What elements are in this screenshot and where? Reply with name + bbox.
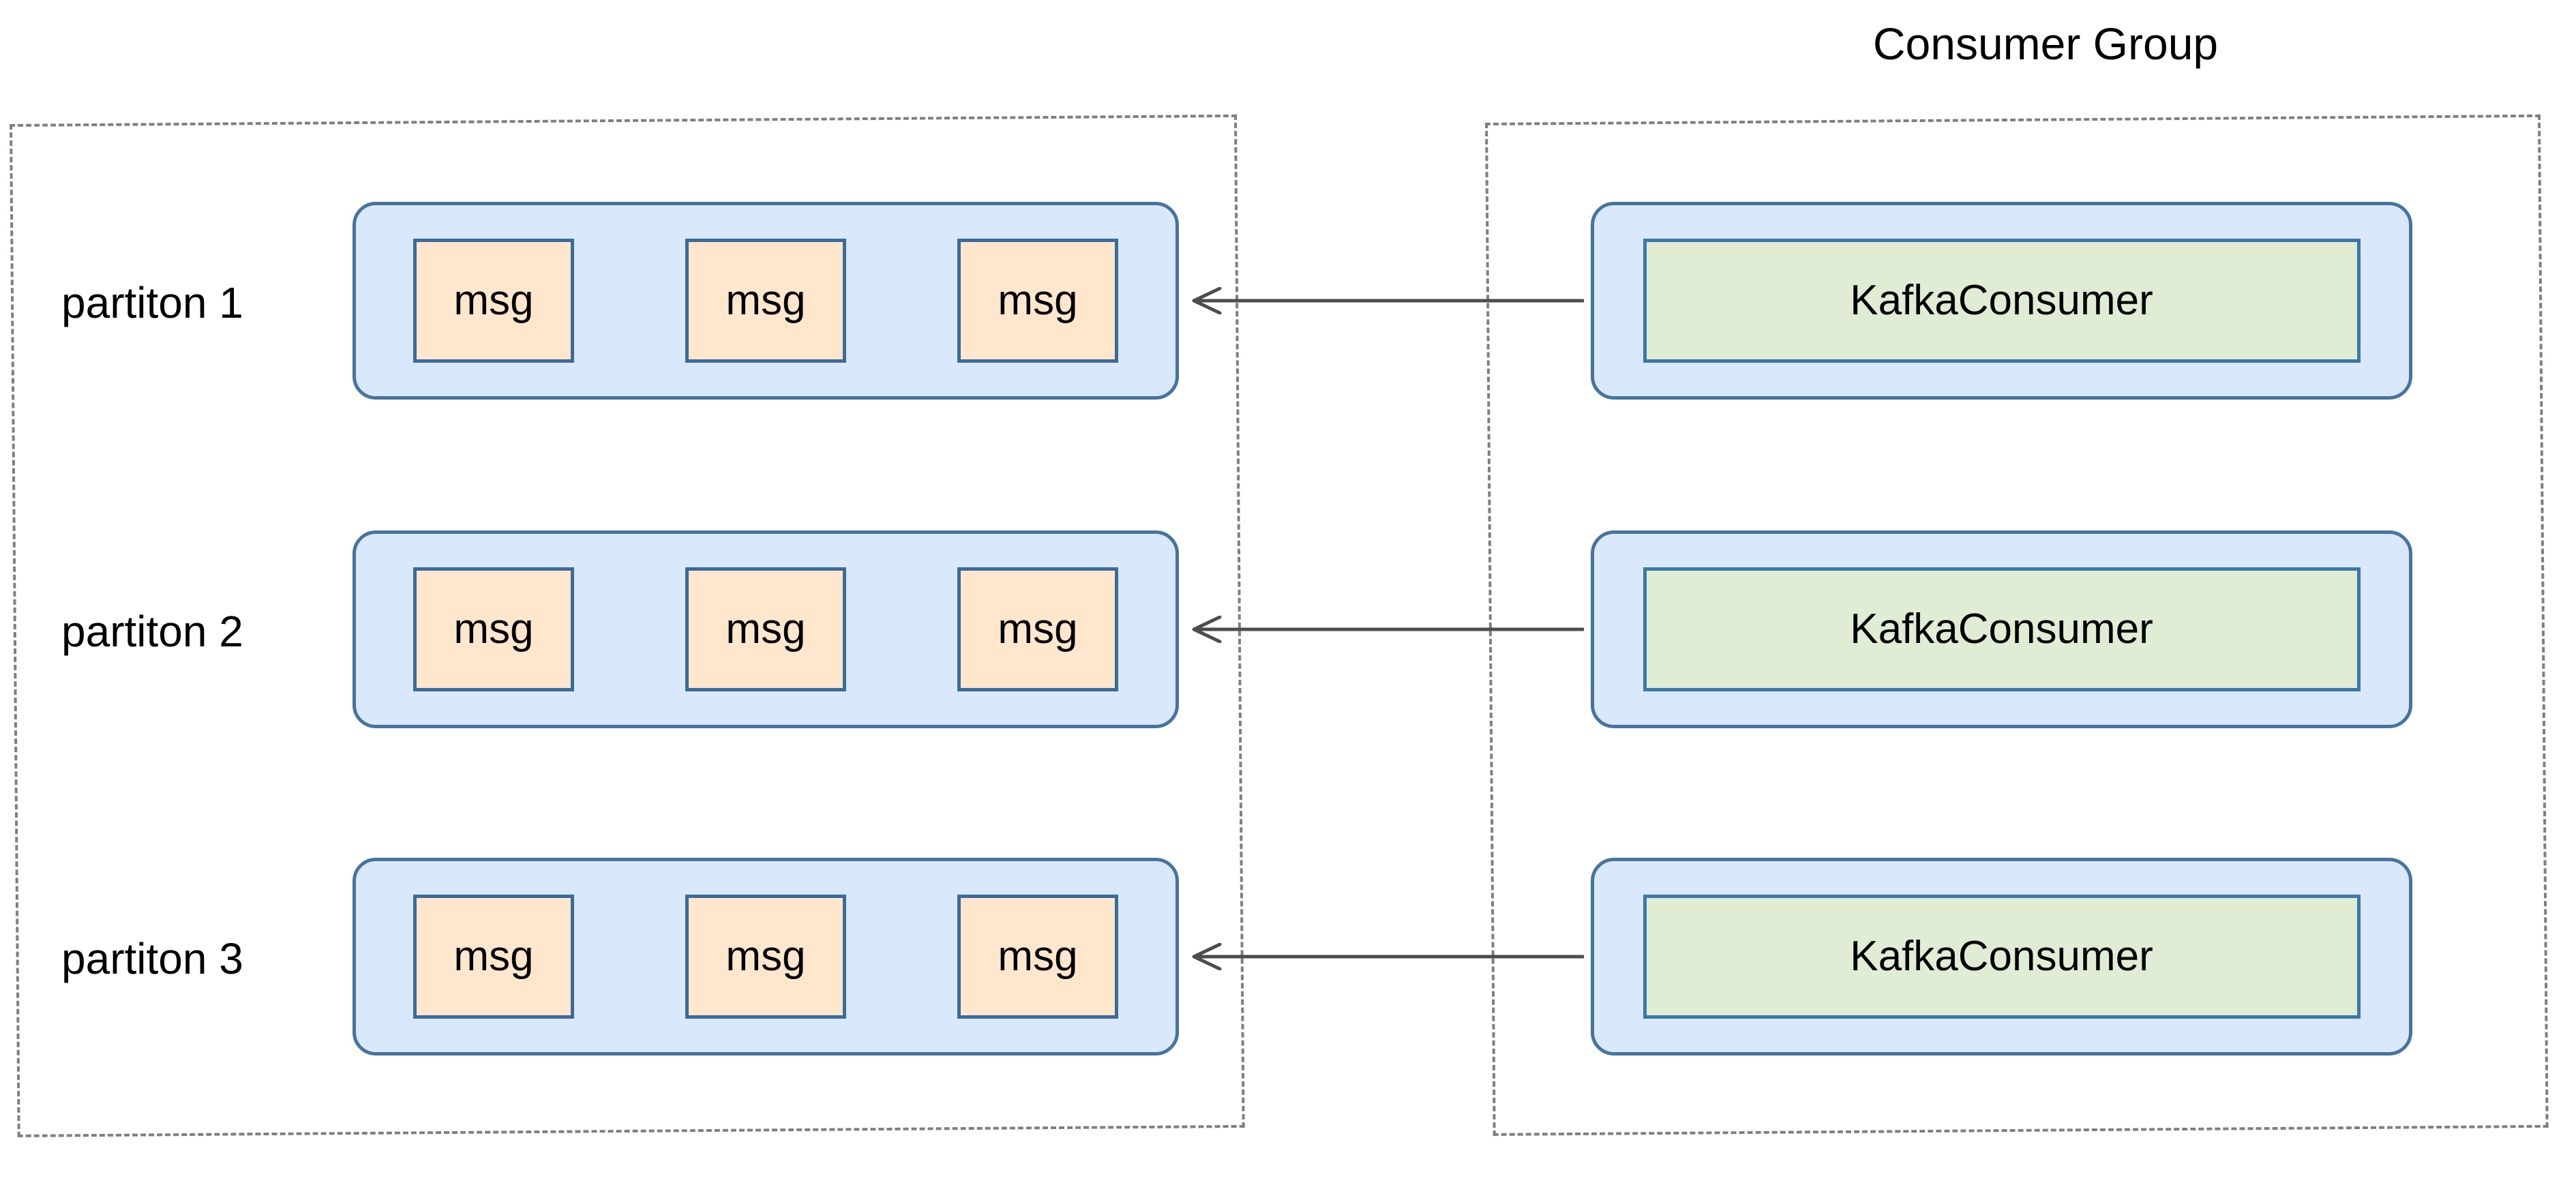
- message-box[interactable]: msg: [685, 895, 846, 1019]
- partition-row: partiton 1 msg msg msg: [0, 202, 1227, 404]
- partition-label-3: partiton 3: [61, 934, 243, 983]
- consumer-box-2[interactable]: KafkaConsumer: [1591, 530, 2412, 728]
- consumer-box-3[interactable]: KafkaConsumer: [1591, 858, 2412, 1055]
- consumer-row: KafkaConsumer: [1591, 530, 2412, 728]
- partition-label-1: partiton 1: [61, 278, 243, 327]
- message-box[interactable]: msg: [685, 239, 846, 363]
- consumer-label: KafkaConsumer: [1643, 567, 2361, 691]
- partition-row: partiton 2 msg msg msg: [0, 530, 1227, 732]
- consumer-row: KafkaConsumer: [1591, 202, 2412, 400]
- partition-box-3[interactable]: msg msg msg: [353, 858, 1179, 1055]
- consumer-box-1[interactable]: KafkaConsumer: [1591, 202, 2412, 400]
- message-box[interactable]: msg: [685, 567, 846, 691]
- partition-label-2: partiton 2: [61, 607, 243, 656]
- consumer-label: KafkaConsumer: [1643, 239, 2361, 363]
- message-box[interactable]: msg: [413, 567, 574, 691]
- message-box[interactable]: msg: [957, 239, 1118, 363]
- message-box[interactable]: msg: [957, 567, 1118, 691]
- consumer-label: KafkaConsumer: [1643, 895, 2361, 1019]
- message-box[interactable]: msg: [957, 895, 1118, 1019]
- message-box[interactable]: msg: [413, 239, 574, 363]
- consumer-row: KafkaConsumer: [1591, 858, 2412, 1055]
- partition-box-1[interactable]: msg msg msg: [353, 202, 1179, 400]
- partition-row: partiton 3 msg msg msg: [0, 858, 1227, 1060]
- partition-box-2[interactable]: msg msg msg: [353, 530, 1179, 728]
- consumer-group-title: Consumer Group: [1872, 18, 2219, 69]
- message-box[interactable]: msg: [413, 895, 574, 1019]
